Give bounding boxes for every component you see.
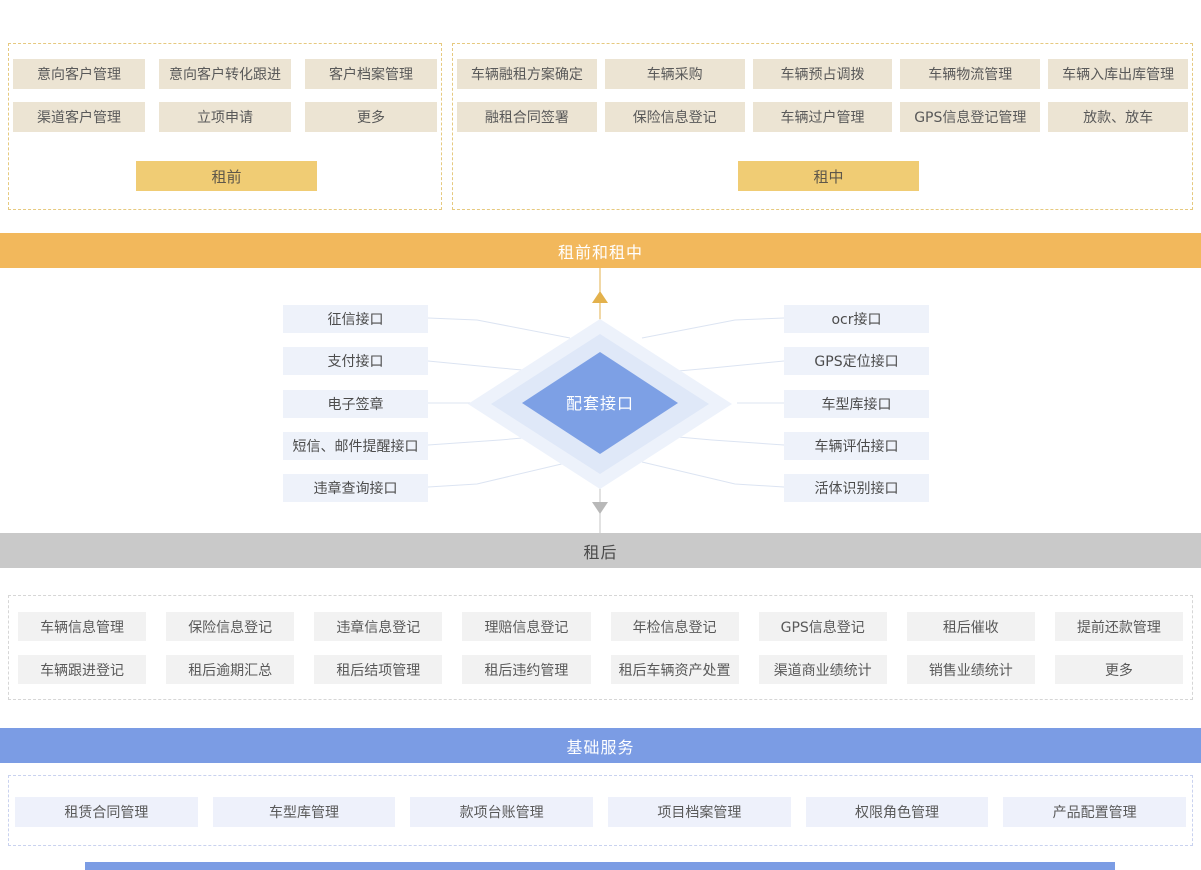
pre-lease-box: 意向客户管理 意向客户转化跟进 客户档案管理 渠道客户管理 立项申请 更多 租前 bbox=[8, 43, 442, 210]
module-item: 车辆预占调拨 bbox=[752, 59, 893, 89]
module-item: 渠道客户管理 bbox=[13, 102, 145, 132]
module-item: 违章信息登记 bbox=[314, 612, 443, 641]
interface-item: 违章查询接口 bbox=[283, 474, 428, 502]
module-item: 租后结项管理 bbox=[314, 655, 443, 684]
pre-and-in-lease-banner: 租前和租中 bbox=[0, 233, 1201, 268]
module-item: 立项申请 bbox=[159, 102, 291, 132]
interface-item: GPS定位接口 bbox=[784, 347, 929, 375]
base-services-items: 租赁合同管理 车型库管理 款项台账管理 项目档案管理 权限角色管理 产品配置管理 bbox=[9, 776, 1192, 827]
module-item: 款项台账管理 bbox=[410, 797, 593, 827]
module-item: 意向客户管理 bbox=[13, 59, 145, 89]
module-item: 租赁合同管理 bbox=[15, 797, 198, 827]
interface-item: 车型库接口 bbox=[784, 390, 929, 418]
module-item: 车型库管理 bbox=[212, 797, 396, 827]
module-item: 车辆过户管理 bbox=[752, 102, 893, 132]
interface-item: 车辆评估接口 bbox=[784, 432, 929, 460]
base-services-box: 租赁合同管理 车型库管理 款项台账管理 项目档案管理 权限角色管理 产品配置管理 bbox=[8, 775, 1193, 846]
interface-item: 征信接口 bbox=[283, 305, 428, 333]
cutoff-bottom-banner bbox=[85, 862, 1115, 870]
interface-item: 活体识别接口 bbox=[784, 474, 929, 502]
in-lease-label: 租中 bbox=[738, 161, 919, 191]
interface-item: 短信、邮件提醒接口 bbox=[283, 432, 428, 460]
post-lease-banner: 租后 bbox=[0, 533, 1201, 568]
module-item: 保险信息登记 bbox=[604, 102, 745, 132]
interfaces-center-label: 配套接口 bbox=[565, 394, 634, 413]
module-item: 保险信息登记 bbox=[166, 612, 295, 641]
module-item: 产品配置管理 bbox=[1003, 797, 1186, 827]
module-item: 租后逾期汇总 bbox=[166, 655, 295, 684]
pre-lease-label: 租前 bbox=[136, 161, 317, 191]
module-item: 渠道商业绩统计 bbox=[758, 655, 887, 684]
interface-item: 支付接口 bbox=[283, 347, 428, 375]
post-lease-items: 车辆信息管理 保险信息登记 违章信息登记 理赔信息登记 年检信息登记 GPS信息… bbox=[9, 596, 1192, 684]
module-item: 租后催收 bbox=[906, 612, 1035, 641]
interface-item: ocr接口 bbox=[784, 305, 929, 333]
arrow-down-icon bbox=[592, 502, 608, 514]
module-item: 提前还款管理 bbox=[1054, 612, 1183, 641]
module-item: 销售业绩统计 bbox=[906, 655, 1035, 684]
more-item: 更多 bbox=[305, 102, 437, 132]
in-lease-items: 车辆融租方案确定 车辆采购 车辆预占调拨 车辆物流管理 车辆入库出库管理 融租合… bbox=[453, 44, 1192, 132]
module-item: 车辆采购 bbox=[604, 59, 745, 89]
module-item: 放款、放车 bbox=[1048, 102, 1188, 132]
in-lease-box: 车辆融租方案确定 车辆采购 车辆预占调拨 车辆物流管理 车辆入库出库管理 融租合… bbox=[452, 43, 1193, 210]
module-item: 理赔信息登记 bbox=[462, 612, 591, 641]
pre-lease-items: 意向客户管理 意向客户转化跟进 客户档案管理 渠道客户管理 立项申请 更多 bbox=[9, 44, 441, 132]
module-item: 融租合同签署 bbox=[457, 102, 597, 132]
module-item: 客户档案管理 bbox=[305, 59, 437, 89]
module-item: 权限角色管理 bbox=[805, 797, 989, 827]
interface-item: 电子签章 bbox=[283, 390, 428, 418]
module-item: 车辆入库出库管理 bbox=[1048, 59, 1188, 89]
module-item: 车辆信息管理 bbox=[18, 612, 147, 641]
more-item: 更多 bbox=[1054, 655, 1183, 684]
arrow-up-icon bbox=[592, 291, 608, 303]
module-item: GPS信息登记 bbox=[758, 612, 887, 641]
module-item: 车辆物流管理 bbox=[900, 59, 1041, 89]
module-item: 年检信息登记 bbox=[610, 612, 739, 641]
module-item: 租后车辆资产处置 bbox=[610, 655, 739, 684]
module-item: 租后违约管理 bbox=[462, 655, 591, 684]
module-item: 意向客户转化跟进 bbox=[159, 59, 291, 89]
module-item: GPS信息登记管理 bbox=[900, 102, 1041, 132]
module-item: 车辆融租方案确定 bbox=[457, 59, 597, 89]
base-services-banner: 基础服务 bbox=[0, 728, 1201, 763]
post-lease-box: 车辆信息管理 保险信息登记 违章信息登记 理赔信息登记 年检信息登记 GPS信息… bbox=[8, 595, 1193, 700]
module-item: 车辆跟进登记 bbox=[18, 655, 147, 684]
module-item: 项目档案管理 bbox=[608, 797, 791, 827]
